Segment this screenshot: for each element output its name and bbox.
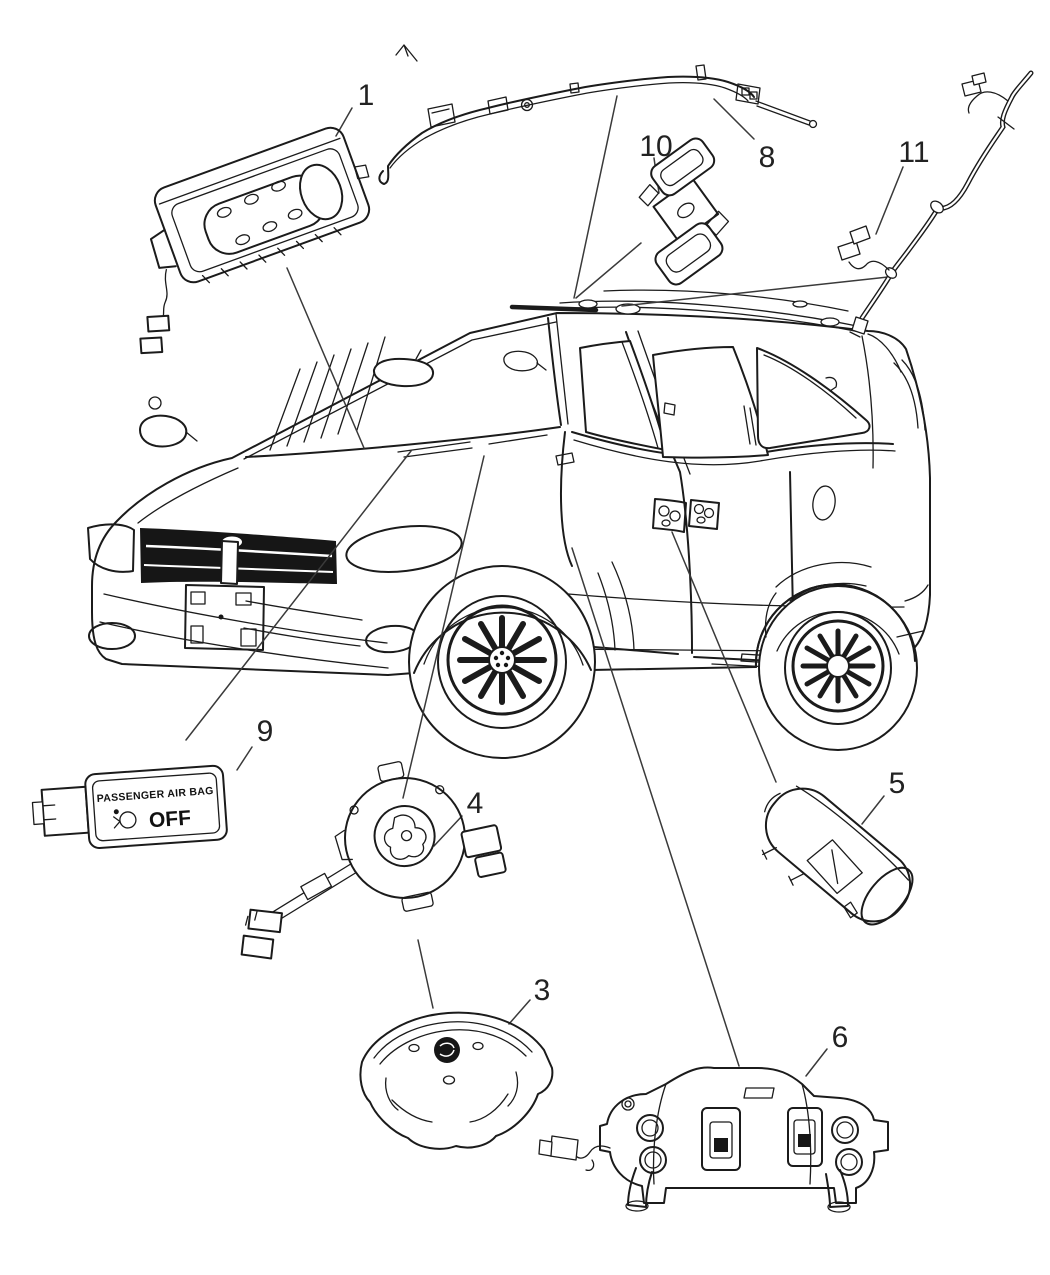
leader-body-to-controller — [571, 547, 740, 1067]
driver-side-mirror — [139, 396, 198, 448]
occupant-restraint-module-icon — [538, 1066, 889, 1213]
front-wheel — [408, 565, 596, 759]
roof-rack-rails — [509, 289, 863, 333]
headlamp-right — [345, 525, 463, 573]
leader-roof-to-harness — [621, 276, 889, 307]
callout-9: 9 — [257, 715, 274, 748]
leader-door-to-sideairbag — [671, 531, 777, 783]
leader-bracket-to-roof — [575, 242, 642, 299]
clockspring-icon — [240, 761, 507, 960]
windshield-reflection-hatch — [269, 336, 386, 451]
leader-dash-to-indicator — [185, 450, 412, 741]
passenger-airbag-off-indicator-icon: PASSENGER AIR BAG OFF — [31, 764, 228, 849]
front-door-edge — [560, 431, 573, 567]
callout-3: 3 — [534, 974, 551, 1007]
door-latch-switches — [652, 498, 720, 533]
rear-wheel — [758, 585, 918, 751]
leader-lines — [185, 95, 904, 1077]
callout-11: 11 — [898, 136, 929, 169]
d-pillar-inner — [867, 333, 902, 373]
mounting-bracket-icon — [638, 137, 730, 286]
wheel-arches — [413, 561, 916, 674]
driver-airbag-cover-icon — [359, 1011, 554, 1150]
minivan-illustration — [87, 289, 931, 759]
license-plate-bracket — [184, 540, 265, 651]
fog-lamp-left — [88, 622, 136, 650]
rearview-mirror — [373, 349, 435, 388]
headlamp-left — [87, 523, 135, 573]
side-curtain-airbag-icon — [378, 44, 818, 185]
instrument-panel-airbag-module-icon — [139, 126, 371, 355]
leader-clockspring-to-cover — [417, 939, 434, 1009]
airbag-warning-icon — [113, 809, 137, 829]
callout-4: 4 — [467, 787, 484, 820]
steering-wheel-emblem — [434, 1037, 460, 1063]
passenger-side-mirror — [503, 350, 547, 372]
bumper-creases — [99, 593, 389, 669]
callout-8: 8 — [759, 141, 776, 174]
wiring-harness-icon — [837, 70, 1034, 338]
forward-direction-arrow-icon — [395, 44, 418, 62]
callout-5: 5 — [889, 767, 906, 800]
hood-crease — [137, 467, 239, 524]
side-airbag-module-icon — [761, 785, 914, 926]
sliding-door-window — [652, 346, 769, 459]
wiper-blades — [397, 434, 548, 458]
callout-6: 6 — [832, 1021, 849, 1054]
indicator-text-line2: OFF — [148, 807, 192, 833]
callout-labels: 1 3 4 5 6 8 9 10 11 — [257, 79, 930, 1054]
callout-10: 10 — [639, 130, 672, 163]
front-door-handle — [555, 452, 575, 466]
callout-1: 1 — [358, 79, 375, 112]
front-door-window — [579, 340, 667, 451]
leader-part1-to-dash — [286, 267, 365, 449]
leader-curtain-to-roof — [573, 95, 618, 299]
fuel-door — [812, 485, 836, 521]
liftgate-glass-edge — [893, 359, 926, 431]
leader-column-to-clockspring — [402, 455, 485, 799]
quarter-window — [756, 347, 871, 450]
